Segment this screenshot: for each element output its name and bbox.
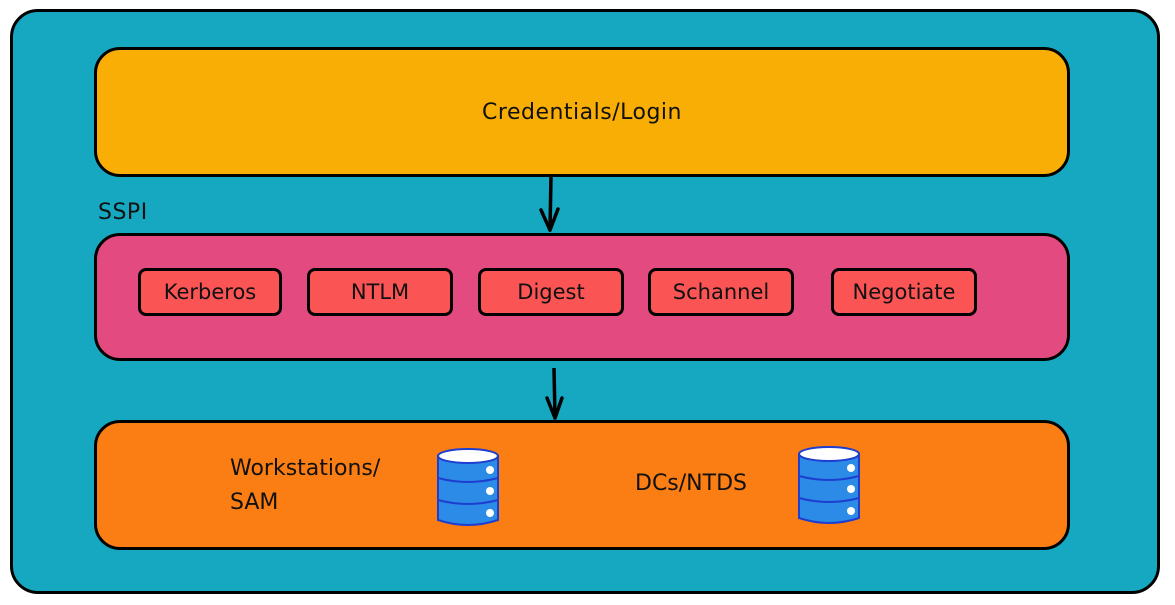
storage-layer [94, 420, 1070, 550]
package-label: NTLM [350, 280, 410, 304]
arrow-down-icon [545, 368, 564, 420]
package-label: Digest [517, 280, 585, 304]
package-digest: Digest [478, 268, 624, 316]
database-icon [798, 446, 860, 524]
credentials-login-layer: Credentials/Login [94, 47, 1070, 177]
package-negotiate: Negotiate [831, 268, 977, 316]
package-schannel: Schannel [648, 268, 794, 316]
credentials-login-label: Credentials/Login [482, 100, 682, 125]
package-label: Kerberos [163, 280, 257, 304]
workstations-sam-label: Workstations/ SAM [230, 452, 380, 520]
database-icon [437, 448, 499, 526]
sspi-label: SSPI [98, 200, 148, 225]
arrow-down-icon [539, 176, 560, 232]
store-label-line: SAM [230, 490, 279, 515]
store-label-line: DCs/NTDS [635, 471, 747, 496]
store-label-line: Workstations/ [230, 456, 381, 481]
package-kerberos: Kerberos [138, 268, 282, 316]
package-label: Negotiate [852, 280, 956, 304]
package-label: Schannel [672, 280, 770, 304]
dcs-ntds-label: DCs/NTDS [635, 467, 747, 501]
package-ntlm: NTLM [307, 268, 453, 316]
